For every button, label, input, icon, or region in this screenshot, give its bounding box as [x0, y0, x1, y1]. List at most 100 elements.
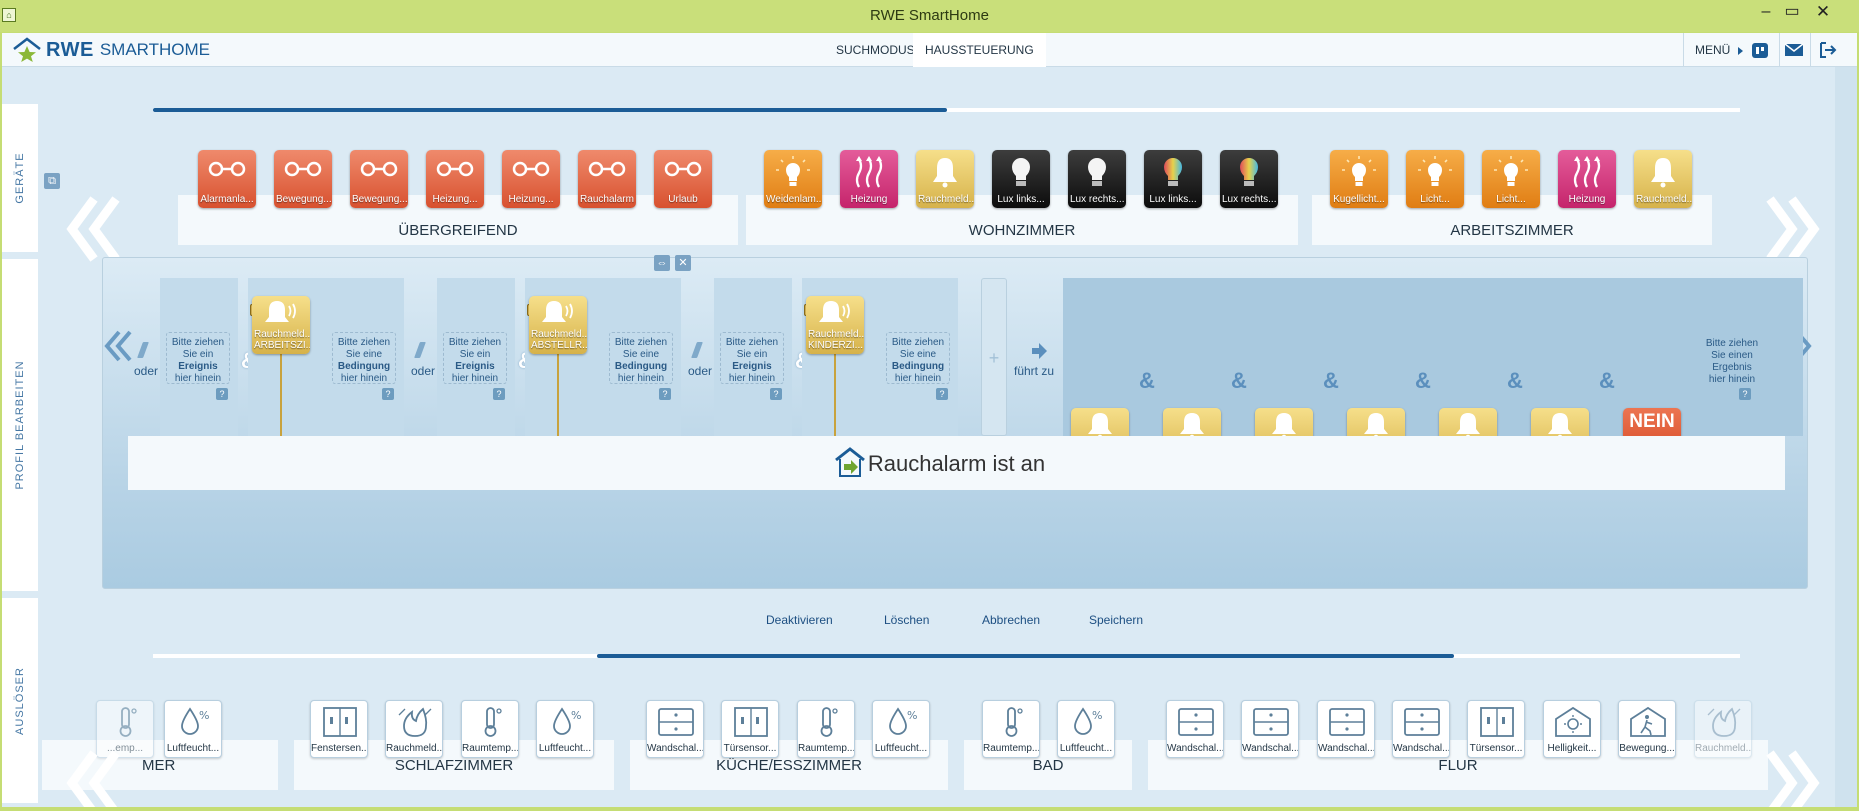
result-dropzone[interactable]: Bitte ziehen Sie einen Ergebnis hier hin… [1703, 334, 1761, 385]
switch-icon [284, 161, 322, 177]
sidetab-geraete[interactable]: GERÄTE [2, 104, 38, 252]
sidetab-profil[interactable]: PROFIL BEARBEITEN [2, 259, 38, 591]
help-icon[interactable]: ? [770, 388, 782, 400]
trigger-device-tile[interactable]: Raumtemp... [461, 700, 519, 758]
tab-haussteuerung[interactable]: HAUSSTEUERUNG [913, 33, 1046, 67]
triggers-scrollbar-thumb[interactable] [597, 654, 1455, 658]
device-tile[interactable]: Heizung... [502, 150, 560, 208]
trigger-tile[interactable]: Rauchmeld...ARBEITSZI... [252, 296, 310, 354]
mail-icon[interactable] [1784, 40, 1804, 60]
trigger-device-tile[interactable]: %Luftfeucht... [872, 700, 930, 758]
minimize-button[interactable]: – [1761, 3, 1771, 20]
devices-next-icon[interactable] [1762, 194, 1822, 264]
hint-line: hier hinein [451, 373, 499, 384]
device-tile[interactable]: Licht... [1482, 150, 1540, 208]
nein-label: NEIN [1629, 411, 1675, 432]
logout-icon[interactable] [1818, 40, 1838, 60]
device-tile[interactable]: Heizung [840, 150, 898, 208]
svg-text:%: % [571, 709, 581, 722]
logo[interactable]: RWE SMARTHOME [12, 37, 210, 63]
window-titlebar: ⌂ RWE SmartHome – ▭ ✕ [0, 0, 1859, 32]
trigger-device-tile[interactable]: Raumtemp... [982, 700, 1040, 758]
and-symbol: & [1599, 368, 1615, 393]
rule-name[interactable]: Rauchalarm ist an [867, 451, 1046, 476]
triggers-next-icon[interactable] [1762, 748, 1822, 807]
event-column [160, 278, 238, 436]
trigger-device-tile[interactable]: Rauchmeld... [1694, 700, 1752, 758]
trigger-device-tile[interactable]: %Luftfeucht... [536, 700, 594, 758]
help-icon[interactable]: ? [216, 388, 228, 400]
device-tile[interactable]: Rauchmeld... [916, 150, 974, 208]
help-icon[interactable]: ? [1739, 388, 1751, 400]
trigger-device-tile[interactable]: %Luftfeucht... [164, 700, 222, 758]
triggers-scrollbar[interactable] [153, 654, 1740, 658]
device-tile[interactable]: Bewegung... [274, 150, 332, 208]
trigger-device-label: Türsensor... [723, 743, 777, 754]
trigger-tile[interactable]: Rauchmeld...ABSTELLR... [529, 296, 587, 354]
trigger-device-tile[interactable]: %Luftfeucht... [1057, 700, 1115, 758]
trigger-device-tile[interactable]: Türsensor... [721, 700, 779, 758]
rules-prev-icon[interactable] [103, 328, 133, 364]
tab-suchmodus[interactable]: SUCHMODUS [836, 43, 915, 57]
help-icon[interactable]: ? [382, 388, 394, 400]
devices-scrollbar[interactable] [153, 108, 1740, 112]
remove-icon[interactable]: ✕ [675, 255, 691, 271]
trigger-device-tile[interactable]: Rauchmeld... [385, 700, 443, 758]
device-tile[interactable]: Rauchmeld... [1634, 150, 1692, 208]
device-tile[interactable]: Heizung [1558, 150, 1616, 208]
trigger-device-tile[interactable]: Wandschal... [1317, 700, 1375, 758]
collapse-icon[interactable]: ⇔ [654, 255, 670, 271]
device-tile[interactable]: Licht... [1406, 150, 1464, 208]
trigger-tile-room: ARBEITSZI... [254, 340, 310, 351]
save-button[interactable]: Speichern [1089, 613, 1144, 627]
device-tile[interactable]: Kugellicht... [1330, 150, 1388, 208]
room-wohnzimmer: WOHNZIMMER [746, 195, 1298, 245]
help-icon[interactable]: ? [493, 388, 505, 400]
expand-panel-icon[interactable]: ⧉ [44, 173, 60, 189]
menu-button[interactable]: MENÜ [1695, 33, 1744, 67]
sidetab-ausloeser[interactable]: AUSLÖSER [2, 598, 38, 803]
trigger-device-tile[interactable]: Wandschal... [646, 700, 704, 758]
devices-scrollbar-thumb[interactable] [153, 108, 947, 112]
delete-button[interactable]: Löschen [884, 613, 930, 627]
trigger-device-tile[interactable]: Wandschal... [1166, 700, 1224, 758]
devices-prev-icon[interactable] [64, 194, 124, 264]
triggers-prev-icon[interactable] [64, 748, 124, 807]
add-group-button[interactable]: + [981, 278, 1007, 436]
device-tile[interactable]: Lux links... [992, 150, 1050, 208]
device-tile[interactable]: Weidenlam... [764, 150, 822, 208]
switch-icon [512, 161, 550, 177]
trigger-tile[interactable]: Rauchmeld...KINDERZI... [806, 296, 864, 354]
trigger-device-tile[interactable]: Bewegung... [1618, 700, 1676, 758]
help-icon[interactable]: ? [659, 388, 671, 400]
trigger-device-tile[interactable]: Helligkeit... [1543, 700, 1601, 758]
device-tile[interactable]: Lux rechts... [1068, 150, 1126, 208]
device-tile-label: Lux rechts... [1222, 194, 1277, 205]
device-tile[interactable]: Rauchalarm [578, 150, 636, 208]
deactivate-button[interactable]: Deaktivieren [766, 613, 833, 627]
trigger-device-tile[interactable]: Raumtemp... [797, 700, 855, 758]
device-store-icon[interactable] [1750, 40, 1770, 60]
close-button[interactable]: ✕ [1815, 2, 1831, 21]
device-tile-label: Heizung... [432, 194, 478, 205]
device-tile[interactable]: Alarmanla... [198, 150, 256, 208]
device-tile[interactable]: Heizung... [426, 150, 484, 208]
device-tile[interactable]: Lux links... [1144, 150, 1202, 208]
device-tile[interactable]: Urlaub [654, 150, 712, 208]
maximize-button[interactable]: ▭ [1784, 3, 1800, 20]
trigger-device-tile[interactable]: Wandschal... [1241, 700, 1299, 758]
cancel-button[interactable]: Abbrechen [982, 613, 1041, 627]
device-tile[interactable]: Lux rechts... [1220, 150, 1278, 208]
help-icon[interactable]: ? [936, 388, 948, 400]
device-tile[interactable]: Bewegung... [350, 150, 408, 208]
trigger-device-tile[interactable]: Türsensor... [1467, 700, 1525, 758]
trigger-device-tile[interactable]: ...emp... [96, 700, 154, 758]
trigger-device-tile[interactable]: Wandschal... [1392, 700, 1450, 758]
trigger-device-tile[interactable]: Fenstersen... [310, 700, 368, 758]
